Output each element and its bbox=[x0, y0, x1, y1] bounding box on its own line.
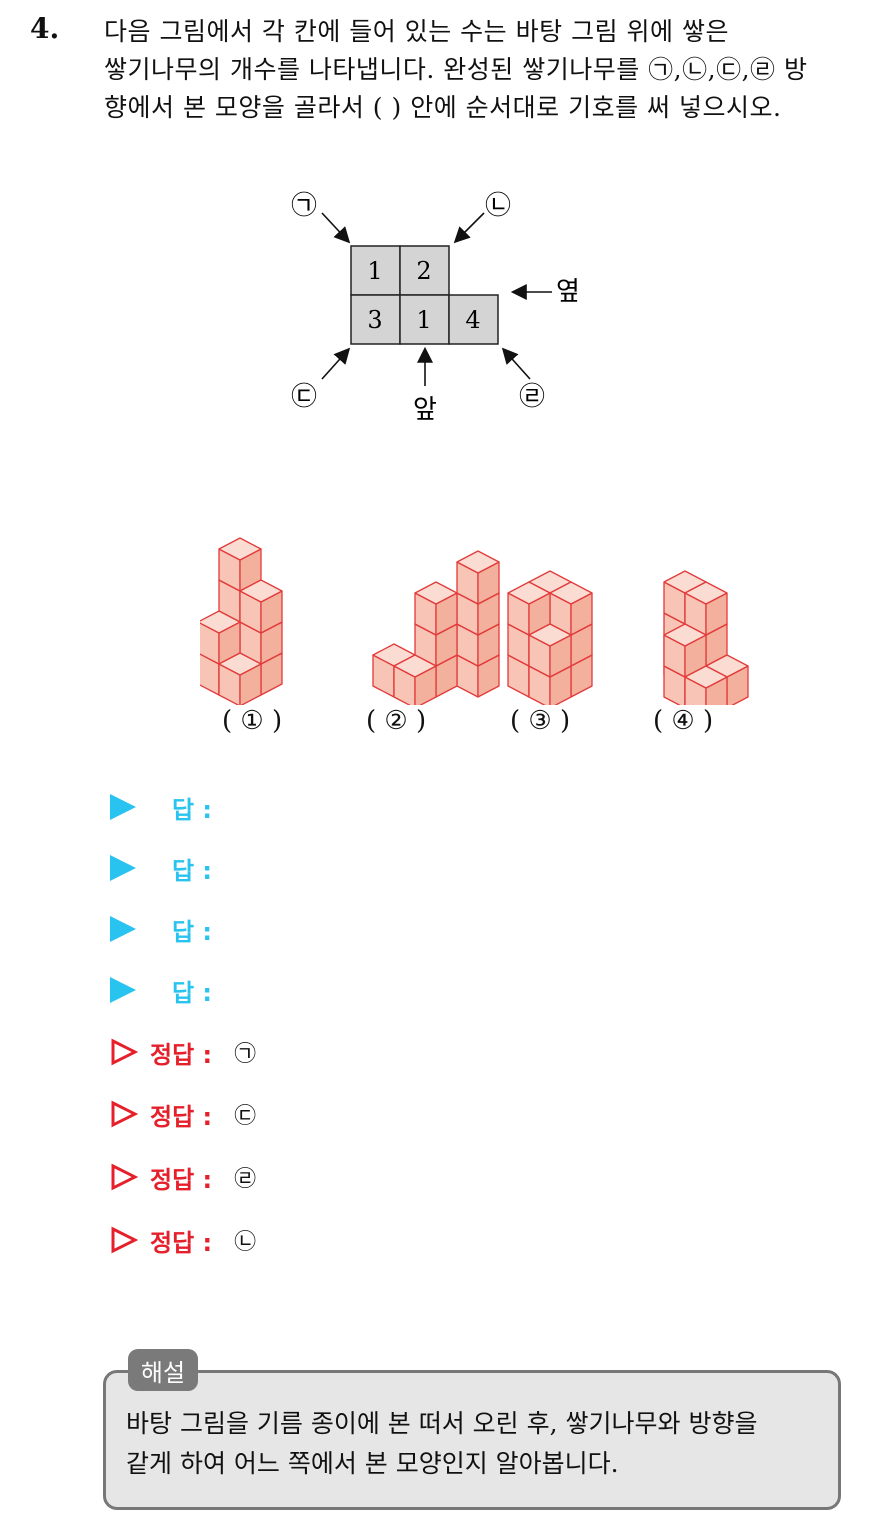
answer-row[interactable]: 답 : bbox=[110, 787, 212, 827]
direction-label-a: ㉠ bbox=[291, 191, 317, 221]
cell-value: 4 bbox=[465, 306, 480, 334]
side-label: 옆 bbox=[556, 277, 580, 307]
outline-play-arrow-icon bbox=[111, 1226, 138, 1254]
answer-label: 답 : bbox=[172, 978, 213, 1007]
correct-answer-value: ㉡ bbox=[234, 1230, 257, 1255]
play-arrow-icon bbox=[110, 855, 136, 881]
cube bbox=[200, 610, 241, 665]
direction-label-b: ㉡ bbox=[485, 191, 511, 221]
cube bbox=[663, 623, 707, 678]
cube bbox=[218, 652, 262, 705]
correct-answer-row: 정답 : ㉠ bbox=[110, 1032, 256, 1072]
cube bbox=[507, 581, 551, 636]
answer-row[interactable]: 답 : bbox=[110, 970, 212, 1010]
answer-label: 답 : bbox=[172, 856, 213, 885]
question-line-3: 향에서 본 모양을 골라서 ( ) 안에 순서대로 기호를 써 넣으시오. bbox=[104, 93, 782, 122]
grid-cell bbox=[350, 245, 401, 296]
base-grid-diagram: 1 2 3 1 4 ㉠ ㉡ ㉢ ㉣ 앞 옆 bbox=[291, 191, 580, 425]
cube bbox=[684, 665, 728, 705]
play-arrow-icon bbox=[110, 977, 136, 1003]
correct-answer-label: 정답 : bbox=[150, 1165, 213, 1194]
correct-answer-row: 정답 : ㉡ bbox=[110, 1220, 256, 1260]
cube-figures bbox=[200, 537, 749, 705]
grid-cell bbox=[350, 294, 401, 345]
answer-label: 답 : bbox=[172, 795, 213, 824]
choice-4: ( ④ ) bbox=[653, 706, 714, 736]
correct-answer-label: 정답 : bbox=[150, 1102, 213, 1131]
cell-value: 1 bbox=[367, 257, 382, 285]
outline-play-arrow-icon bbox=[111, 1163, 138, 1191]
question-number: 4. bbox=[30, 12, 60, 45]
correct-answer-label: 정답 : bbox=[150, 1040, 213, 1069]
cube bbox=[528, 623, 572, 678]
grid-cell bbox=[448, 294, 499, 345]
explanation-line-1: 바탕 그림을 기름 종이에 본 떠서 오린 후, 쌓기나무와 방향을 bbox=[126, 1409, 758, 1438]
answer-row[interactable]: 답 : bbox=[110, 909, 212, 949]
play-arrow-icon bbox=[110, 916, 136, 942]
question-line-1: 다음 그림에서 각 칸에 들어 있는 수는 바탕 그림 위에 쌓은 bbox=[104, 17, 729, 46]
question-line-2: 쌓기나무의 개수를 나타냅니다. 완성된 쌓기나무를 ㉠,㉡,㉢,㉣ 방 bbox=[104, 55, 808, 84]
choice-2: ( ② ) bbox=[366, 706, 427, 736]
grid-cell bbox=[399, 245, 450, 296]
explanation-line-2: 같게 하여 어느 쪽에서 본 모양인지 알아봅니다. bbox=[126, 1449, 619, 1478]
correct-answer-value: ㉠ bbox=[234, 1042, 257, 1067]
direction-label-d: ㉣ bbox=[519, 382, 545, 412]
choice-1: ( ① ) bbox=[222, 706, 283, 736]
cube bbox=[393, 654, 437, 705]
cell-value: 1 bbox=[416, 306, 431, 334]
direction-label-c: ㉢ bbox=[291, 382, 317, 412]
correct-answer-value: ㉢ bbox=[234, 1104, 257, 1129]
explanation-tab: 해설 bbox=[128, 1349, 198, 1391]
play-arrow-icon bbox=[110, 794, 136, 820]
cube bbox=[456, 550, 500, 605]
correct-answer-row: 정답 : ㉣ bbox=[110, 1157, 256, 1197]
front-label: 앞 bbox=[413, 395, 437, 425]
explanation-box bbox=[103, 1370, 841, 1510]
cube bbox=[218, 537, 262, 592]
cube bbox=[549, 581, 593, 636]
answer-label: 답 : bbox=[172, 917, 213, 946]
cube bbox=[684, 581, 728, 636]
cube bbox=[414, 581, 458, 636]
correct-answer-value: ㉣ bbox=[234, 1167, 257, 1192]
cell-value: 3 bbox=[367, 306, 382, 334]
cube bbox=[239, 579, 283, 634]
answer-row[interactable]: 답 : bbox=[110, 848, 212, 888]
outline-play-arrow-icon bbox=[111, 1038, 138, 1066]
correct-answer-label: 정답 : bbox=[150, 1228, 213, 1257]
cell-value: 2 bbox=[416, 257, 431, 285]
outline-play-arrow-icon bbox=[111, 1100, 138, 1128]
correct-answer-row: 정답 : ㉢ bbox=[110, 1094, 256, 1134]
choice-3: ( ③ ) bbox=[510, 706, 571, 736]
